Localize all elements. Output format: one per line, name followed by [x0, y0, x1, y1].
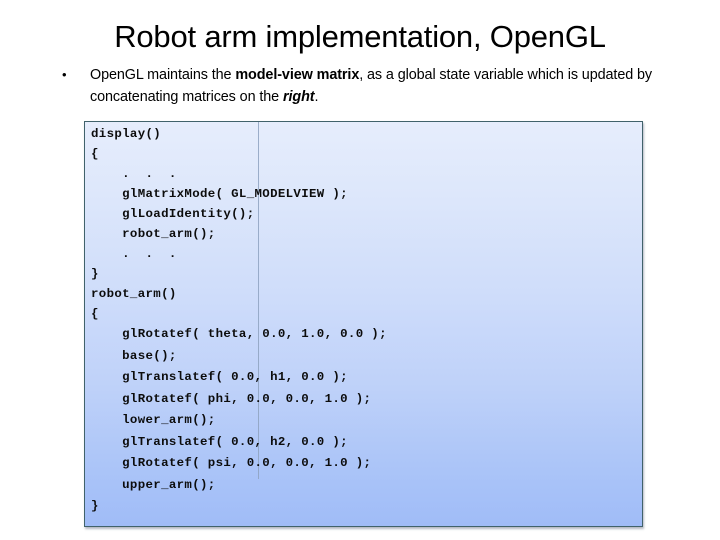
bullet-text-middle: , as a global state variable which is up… [90, 67, 653, 105]
bullet-text-emphasis-right: right [283, 89, 315, 105]
code-line: } [91, 267, 99, 281]
code-line: glRotatef( psi, 0.0, 0.0, 1.0 ); [91, 456, 372, 470]
code-line: . . . [91, 247, 177, 261]
code-line: robot_arm(); [91, 227, 216, 241]
code-line: glRotatef( phi, 0.0, 0.0, 1.0 ); [91, 391, 372, 406]
code-line: glTranslatef( 0.0, h2, 0.0 ); [91, 434, 348, 449]
code-line: base(); [91, 348, 177, 363]
code-line: robot_arm() [91, 287, 177, 301]
code-line: } [91, 499, 99, 513]
bullet-list: • OpenGL maintains the model-view matrix… [56, 64, 668, 108]
code-line: glRotatef( theta, 0.0, 1.0, 0.0 ); [91, 327, 387, 341]
code-lines: display() { . . . glMatrixMode( GL_MODELV… [91, 124, 642, 518]
code-line: { [91, 147, 99, 161]
code-line: glTranslatef( 0.0, h1, 0.0 ); [91, 370, 348, 384]
code-line: glLoadIdentity(); [91, 207, 255, 221]
bullet-text-lead: OpenGL maintains the [90, 67, 236, 83]
bullet-text-emphasis-model-view-matrix: model-view matrix [235, 67, 360, 83]
code-line: display() [91, 127, 162, 141]
code-line: { [91, 307, 99, 321]
code-block: display() { . . . glMatrixMode( GL_MODELV… [84, 121, 643, 527]
code-line: upper_arm(); [91, 477, 216, 492]
code-divider-rule [258, 122, 259, 479]
page-title: Robot arm implementation, OpenGL [114, 19, 606, 54]
code-line: glMatrixMode( GL_MODELVIEW ); [91, 187, 348, 201]
bullet-item-label: OpenGL maintains the model-view matrix, … [90, 64, 668, 108]
bullet-text-tail: . [314, 89, 319, 105]
list-item: • OpenGL maintains the model-view matrix… [56, 64, 668, 108]
code-line: . . . [91, 167, 177, 181]
bullet-point-icon: • [62, 67, 67, 82]
code-line: lower_arm(); [91, 413, 216, 427]
